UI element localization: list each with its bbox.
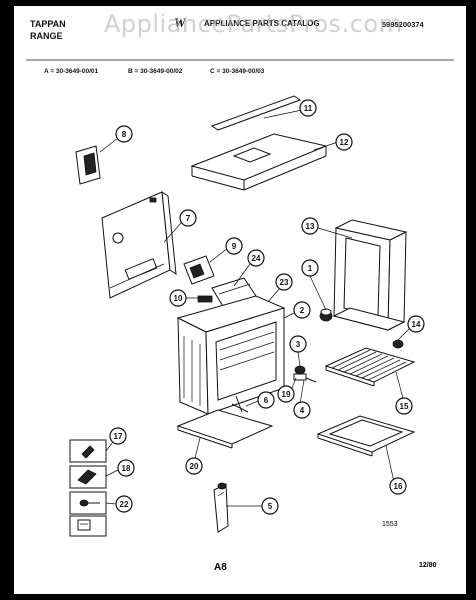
callout-22: 22: [115, 495, 133, 513]
callout-13-label: 13: [306, 222, 315, 231]
callout-1: 1: [301, 259, 319, 277]
callout-22-label: 22: [120, 500, 129, 509]
callout-18-label: 18: [122, 464, 131, 473]
hardware-part-22: [69, 491, 107, 515]
callout-9-label: 9: [232, 242, 237, 251]
watermark: AppliancePartsPros.com: [104, 10, 403, 38]
callout-13: 13: [301, 217, 319, 235]
callout-16: 16: [389, 477, 407, 495]
callout-23-label: 23: [280, 278, 289, 287]
exploded-parts-diagram: 11 12 8 7 9 24 10 23 13 1 2 3 19 4 14 15…: [26, 59, 454, 537]
callout-12: 12: [335, 133, 353, 151]
callout-17: 17: [109, 427, 127, 445]
catalog-title: APPLIANCE PARTS CATALOG: [204, 19, 320, 28]
brand-line-1: TAPPAN: [30, 19, 66, 29]
brand-line-2: RANGE: [30, 31, 63, 41]
hardware-part-18: [69, 465, 107, 489]
callout-18: 18: [117, 459, 135, 477]
callout-5: 5: [261, 497, 279, 515]
callout-5-label: 5: [268, 502, 273, 511]
callout-16-label: 16: [394, 482, 403, 491]
callout-1-label: 1: [308, 264, 313, 273]
callout-24: 24: [247, 249, 265, 267]
part-3-4-19-valve: [293, 365, 317, 383]
callout-6: 6: [257, 391, 275, 409]
callout-20-label: 20: [190, 462, 199, 471]
diagram-page: TAPPAN RANGE W APPLIANCE PARTS CATALOG 5…: [14, 6, 466, 594]
model-code-a: A = 30-3649-00/01: [44, 68, 99, 75]
callout-11: 11: [299, 99, 317, 117]
callout-2: 2: [293, 301, 311, 319]
callout-23: 23: [275, 273, 293, 291]
callout-20: 20: [185, 457, 203, 475]
part-8-bracket: [75, 145, 101, 185]
part-10-igniter: [197, 295, 213, 303]
callout-3: 3: [289, 335, 307, 353]
callout-15-label: 15: [400, 402, 409, 411]
oven-cavity-body: [176, 295, 286, 415]
catalog-part-number: 5995200374: [382, 20, 424, 29]
part-15-oven-rack: [324, 347, 416, 387]
callout-19: 19: [277, 385, 295, 403]
callout-3-label: 3: [296, 340, 301, 349]
part-20-bottom-panel: [176, 409, 274, 449]
part-7-rear-panel: [101, 190, 177, 299]
callout-19-label: 19: [282, 390, 291, 399]
callout-4-label: 4: [300, 406, 305, 415]
callout-6-label: 6: [264, 396, 269, 405]
callout-15: 15: [395, 397, 413, 415]
callout-2-label: 2: [300, 306, 305, 315]
callout-8: 8: [115, 125, 133, 143]
callout-8-label: 8: [122, 130, 127, 139]
callout-4: 4: [293, 401, 311, 419]
callout-14: 14: [407, 315, 425, 333]
callout-10-label: 10: [174, 294, 183, 303]
callout-24-label: 24: [252, 254, 261, 263]
part-9-burner-bracket: [183, 255, 215, 285]
hardware-part-manual: [69, 515, 107, 537]
figure-number: 1553: [382, 521, 398, 528]
callout-12-label: 12: [340, 138, 349, 147]
catalog-date: 12/80: [419, 562, 437, 569]
callout-7-label: 7: [186, 214, 191, 223]
part-5-leg-bracket: [213, 482, 229, 533]
part-14-knob: [392, 339, 404, 349]
model-code-c: C = 30-3649-00/03: [210, 68, 265, 75]
part-13-door-frame: [332, 219, 408, 331]
callout-10: 10: [169, 289, 187, 307]
model-code-b: B = 30-3649-00/02: [128, 68, 183, 75]
callout-11-label: 11: [304, 104, 313, 113]
callout-9: 9: [225, 237, 243, 255]
leader-lines: [99, 109, 411, 507]
brand-label: TAPPAN RANGE: [30, 18, 66, 42]
manufacturer-logo: W: [174, 15, 186, 30]
part-16-broiler-pan: [316, 415, 416, 457]
sheet-label: A8: [214, 562, 227, 573]
callout-7: 7: [179, 209, 197, 227]
part-6-bracket: [231, 395, 249, 413]
part-1-knob: [319, 308, 333, 322]
part-11-trim-strip: [210, 95, 302, 131]
callout-17-label: 17: [114, 432, 123, 441]
callout-14-label: 14: [412, 320, 421, 329]
hardware-part-17: [69, 439, 107, 463]
part-12-top-panel: [190, 133, 328, 191]
